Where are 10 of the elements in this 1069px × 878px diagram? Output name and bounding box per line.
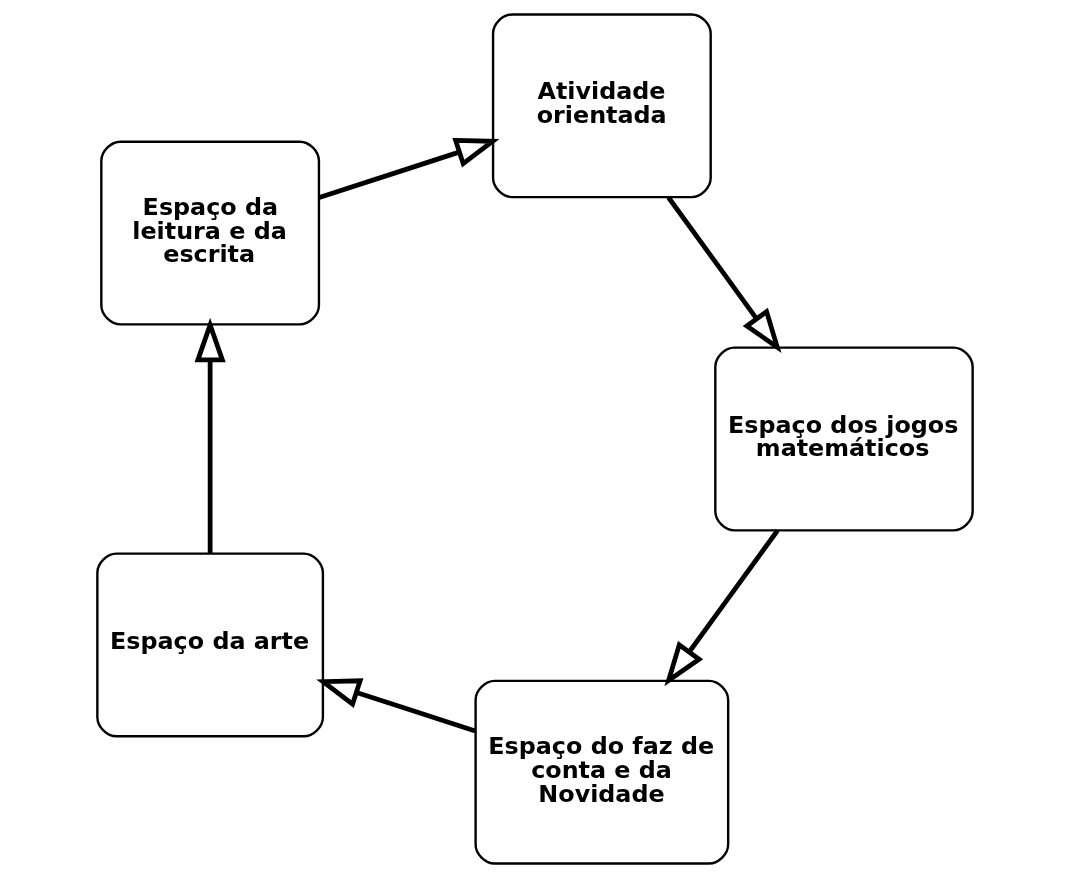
node-box: Espaço dos jogos matemáticos bbox=[713, 346, 974, 532]
arrow bbox=[315, 678, 476, 734]
node-box: Espaço da arte bbox=[95, 552, 324, 738]
arrow bbox=[665, 195, 781, 353]
node-box: Espaço da leitura e da escrita bbox=[99, 140, 320, 326]
arrow bbox=[663, 529, 779, 687]
arrow bbox=[318, 137, 500, 200]
node-box: Atividade orientada bbox=[491, 13, 712, 199]
node-box: Espaço do faz de conta e da Novidade bbox=[473, 679, 729, 865]
arrow bbox=[194, 317, 226, 554]
